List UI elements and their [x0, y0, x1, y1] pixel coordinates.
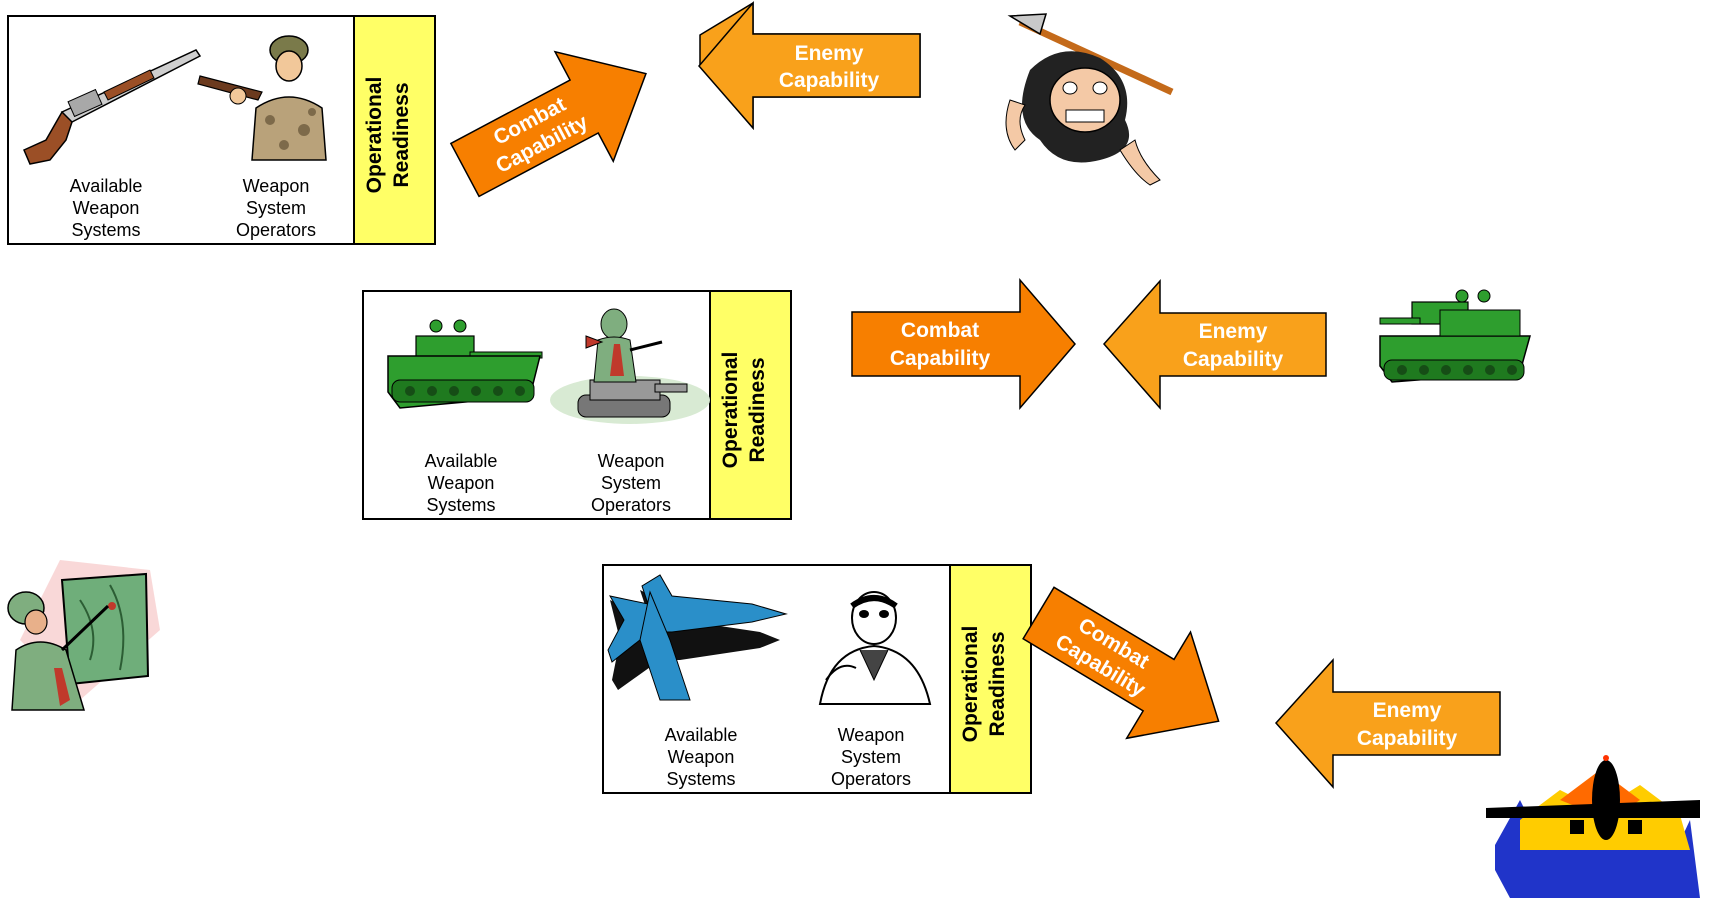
row-3-readiness-line-2: Readiness [986, 631, 1009, 736]
row-2-combat-line-1: Combat [901, 319, 979, 342]
svg-text:Available: Available [70, 176, 143, 196]
row-3-readiness-line-1: Operational [959, 626, 982, 743]
tank-commander-icon [550, 308, 710, 424]
svg-text:Readiness: Readiness [746, 357, 769, 462]
svg-text:Operators: Operators [236, 220, 316, 240]
row-3: Operational Readiness Available Weapon [602, 564, 1700, 898]
row-2-operator-line-1: Weapon [598, 451, 665, 471]
row-1-readiness-panel [353, 15, 436, 245]
svg-text:Systems: Systems [426, 495, 495, 515]
row-1-combat-arrow: Combat Capability [449, 50, 647, 198]
row-3-combat-arrow: Combat Capability [1022, 586, 1220, 740]
svg-text:Available: Available [425, 451, 498, 471]
row-1-readiness-line-2: Readiness [390, 82, 413, 187]
caveman-icon [1005, 13, 1174, 186]
row-1-weapon-line-1: Available [70, 176, 143, 196]
svg-text:Systems: Systems [666, 769, 735, 789]
row-1-operator-line-2: System [246, 198, 306, 218]
row-3-weapon-line-1: Available [665, 725, 738, 745]
row-2: Operational Readiness [362, 277, 1531, 520]
pilot-icon [818, 591, 932, 705]
row-2-combat-arrow: Combat Capability [851, 277, 1076, 411]
row-2-weapon-line-3: Systems [426, 495, 495, 515]
row-2-enemy-line-2: Capability [1183, 348, 1284, 371]
row-3-enemy-line-2: Capability [1357, 727, 1458, 750]
svg-text:Readiness: Readiness [986, 631, 1009, 736]
row-2-readiness-line-2: Readiness [746, 357, 769, 462]
tank-icon [387, 319, 543, 409]
row-2-operator-line-3: Operators [591, 495, 671, 515]
row-3-operator-line-2: System [841, 747, 901, 767]
svg-text:Systems: Systems [71, 220, 140, 240]
row-2-combat-line-2: Capability [890, 347, 991, 370]
svg-text:Operational: Operational [363, 77, 386, 194]
row-2-weapon-line-1: Available [425, 451, 498, 471]
svg-text:Weapon: Weapon [598, 451, 665, 471]
svg-text:Available: Available [665, 725, 738, 745]
svg-text:Weapon: Weapon [243, 176, 310, 196]
soldier-icon [197, 35, 327, 161]
row-2-readiness-panel [709, 290, 792, 520]
row-3-weapon-line-3: Systems [666, 769, 735, 789]
row-1-operator-line-1: Weapon [243, 176, 310, 196]
fighter-jet-icon [607, 574, 788, 701]
row-3-enemy-arrow: Enemy Capability [1274, 658, 1501, 789]
svg-text:System: System [841, 747, 901, 767]
row-1: Operational Readiness Available Weapon [7, 0, 1174, 245]
row-1-enemy-arrow: Enemy Capability [698, 0, 921, 131]
svg-text:Weapon: Weapon [668, 747, 735, 767]
row-1-weapon-line-3: Systems [71, 220, 140, 240]
row-3-enemy-line-1: Enemy [1373, 699, 1442, 722]
row-2-enemy-arrow: Enemy Capability [1103, 279, 1327, 410]
row-2-operator-line-2: System [601, 473, 661, 493]
row-3-operator-line-1: Weapon [838, 725, 905, 745]
row-3-operator-line-3: Operators [831, 769, 911, 789]
svg-text:System: System [246, 198, 306, 218]
row-3-readiness-panel [949, 564, 1032, 794]
row-1-enemy-line-1: Enemy [795, 42, 864, 65]
enemy-tank-icon [1379, 289, 1531, 383]
planner-with-map-icon [7, 560, 160, 711]
svg-text:Operators: Operators [591, 495, 671, 515]
row-1-enemy-line-2: Capability [779, 69, 880, 92]
row-2-weapon-line-2: Weapon [428, 473, 495, 493]
airliner-icon [1486, 755, 1700, 898]
row-1-weapon-line-2: Weapon [73, 198, 140, 218]
row-3-weapon-line-2: Weapon [668, 747, 735, 767]
svg-text:Readiness: Readiness [390, 82, 413, 187]
svg-text:Weapon: Weapon [838, 725, 905, 745]
svg-text:Weapon: Weapon [428, 473, 495, 493]
rifle-icon [23, 49, 202, 165]
row-2-enemy-line-1: Enemy [1199, 320, 1268, 343]
svg-text:Operational: Operational [959, 626, 982, 743]
svg-text:Operational: Operational [719, 352, 742, 469]
row-1-operator-line-3: Operators [236, 220, 316, 240]
svg-text:Weapon: Weapon [73, 198, 140, 218]
svg-text:Operators: Operators [831, 769, 911, 789]
row-2-readiness-line-1: Operational [719, 352, 742, 469]
row-1-readiness-line-1: Operational [363, 77, 386, 194]
svg-text:System: System [601, 473, 661, 493]
